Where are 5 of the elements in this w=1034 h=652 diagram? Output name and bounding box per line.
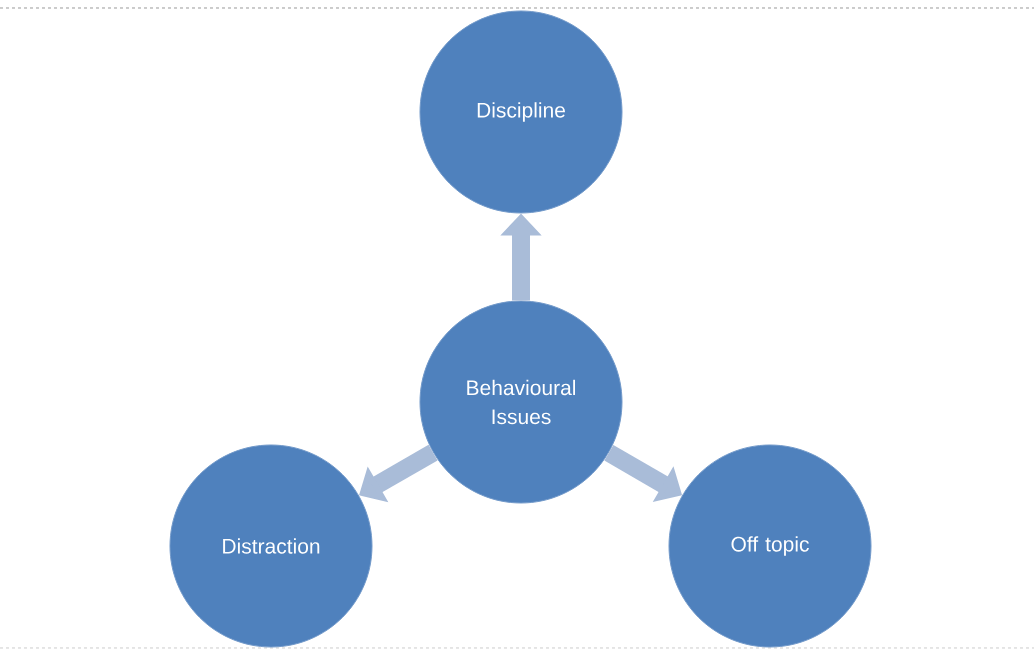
circle-node: Off topic xyxy=(668,444,872,648)
block-arrow xyxy=(359,444,438,503)
circle-node: Distraction xyxy=(169,444,373,648)
circle-node: Discipline xyxy=(419,10,623,214)
circle-node: Behavioural Issues xyxy=(419,300,623,504)
